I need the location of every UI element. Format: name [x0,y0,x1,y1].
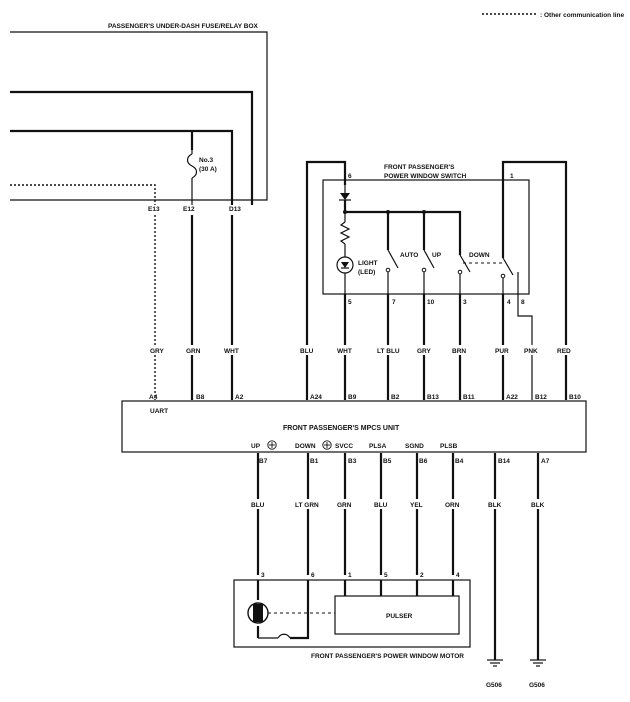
svg-text:B8: B8 [196,394,205,401]
svg-text:YEL: YEL [410,502,423,509]
svg-text:A24: A24 [310,394,322,401]
mpcs-bottom-terminals: B7 B1 B3 B5 B6 B4 B14 A7 [259,458,550,465]
svg-text:LT GRN: LT GRN [295,502,319,509]
svg-text:LT BLU: LT BLU [377,348,400,355]
svg-text:GRY: GRY [150,348,165,355]
svg-text:BLU: BLU [374,502,388,509]
svg-text:5: 5 [384,572,388,579]
svg-text:A7: A7 [541,458,550,465]
switch-pin-5: 5 [348,299,352,306]
svg-text:B6: B6 [419,458,428,465]
svg-text:WHT: WHT [224,348,239,355]
svg-text:A2: A2 [235,394,244,401]
svg-text:PNK: PNK [524,348,538,355]
svg-text:6: 6 [311,572,315,579]
switch-title-2: POWER WINDOW SWITCH [384,173,467,180]
led-label-1: LIGHT [358,260,378,267]
wire-colors-top: GRY GRN WHT BLU WHT LT BLU GRY BRN PUR P… [148,345,574,355]
switch-pin-7: 7 [392,299,396,306]
ground-label-2: G506 [529,682,545,689]
fuse-rating: (30 A) [199,166,217,173]
fuse-terminal-e12: E12 [183,206,195,213]
svg-text:BLK: BLK [531,502,545,509]
switch-down-label: DOWN [469,252,490,259]
wire-colors-bottom: BLU LT GRN GRN BLU YEL ORN BLK BLK [250,499,546,509]
fuse-box-title: PASSENGER'S UNDER-DASH FUSE/RELAY BOX [108,23,259,30]
mpcs-plsb-label: PLSB [440,443,458,450]
mpcs-unit-box [121,400,587,453]
pulser-box [334,595,460,635]
ground-icon [487,659,503,667]
svg-text:A4: A4 [149,394,158,401]
svg-text:BLU: BLU [300,348,314,355]
resistor-icon [339,212,351,257]
pulser-label: PULSER [386,613,413,620]
svg-text:B11: B11 [463,394,475,401]
switch-up-label: UP [432,252,442,259]
mpcs-uart-label: UART [150,408,168,415]
fuse-number: No.3 [199,157,213,164]
motor-icon [247,580,310,640]
legend-label: : Other communication line [540,12,625,19]
svg-text:B4: B4 [455,458,464,465]
svg-text:A22: A22 [506,394,518,401]
svg-text:B14: B14 [498,458,510,465]
svg-text:B5: B5 [383,458,392,465]
svg-text:1: 1 [348,572,352,579]
switch-pin-6: 6 [348,173,352,180]
fuse-relay-box [10,31,268,205]
svg-text:B13: B13 [427,394,439,401]
switch-pin-10: 10 [427,299,435,306]
led-label-2: (LED) [358,269,375,276]
svg-text:GRN: GRN [186,348,201,355]
circled-plus-icon-2 [322,440,332,450]
mpcs-svcc-label: SVCC [335,443,353,450]
svg-text:GRN: GRN [337,502,352,509]
motor-pins: 3 6 1 5 2 4 [261,572,460,579]
svg-text:WHT: WHT [337,348,352,355]
switch-auto-label: AUTO [400,252,418,259]
fuse-terminal-d13: D13 [229,206,241,213]
svg-text:2: 2 [420,572,424,579]
power-window-switch-box [322,179,530,295]
mpcs-up-label: UP [251,443,261,450]
svg-text:B3: B3 [348,458,357,465]
switch-pin-4: 4 [507,299,511,306]
switch-title-1: FRONT PASSENGER'S [384,164,455,171]
svg-text:B10: B10 [569,394,581,401]
circled-plus-icon [267,440,277,450]
switch-contacts [385,249,533,400]
mpcs-down-label: DOWN [295,443,316,450]
svg-text:BLU: BLU [251,502,265,509]
fuse-icon [186,150,198,205]
mpcs-title: FRONT PASSENGER'S MPCS UNIT [283,425,400,432]
power-window-motor-box [233,579,471,648]
svg-text:B12: B12 [535,394,547,401]
mpcs-plsa-label: PLSA [369,443,387,450]
svg-text:GRY: GRY [417,348,432,355]
svg-text:RED: RED [557,348,571,355]
svg-text:BLK: BLK [488,502,502,509]
ground-icon-2 [530,659,546,667]
motor-title: FRONT PASSENGER'S POWER WINDOW MOTOR [311,653,464,660]
svg-text:3: 3 [261,572,265,579]
switch-pin-1: 1 [510,173,514,180]
svg-text:B7: B7 [259,458,268,465]
diode-icon [339,185,351,212]
svg-text:B2: B2 [391,394,400,401]
svg-text:B9: B9 [348,394,357,401]
switch-pin-8: 8 [521,299,525,306]
svg-text:BRN: BRN [452,348,466,355]
mpcs-top-terminals: A4 B8 A2 A24 B9 B2 B13 B11 A22 B12 B10 [149,394,581,401]
svg-text:4: 4 [456,572,460,579]
fuse-terminal-e13: E13 [148,206,160,213]
mpcs-sgnd-label: SGND [405,443,424,450]
switch-pin-3: 3 [463,299,467,306]
svg-text:PUR: PUR [495,348,509,355]
ground-label-1: G506 [486,682,502,689]
svg-text:ORN: ORN [445,502,460,509]
svg-text:B1: B1 [310,458,319,465]
led-icon [336,256,354,294]
